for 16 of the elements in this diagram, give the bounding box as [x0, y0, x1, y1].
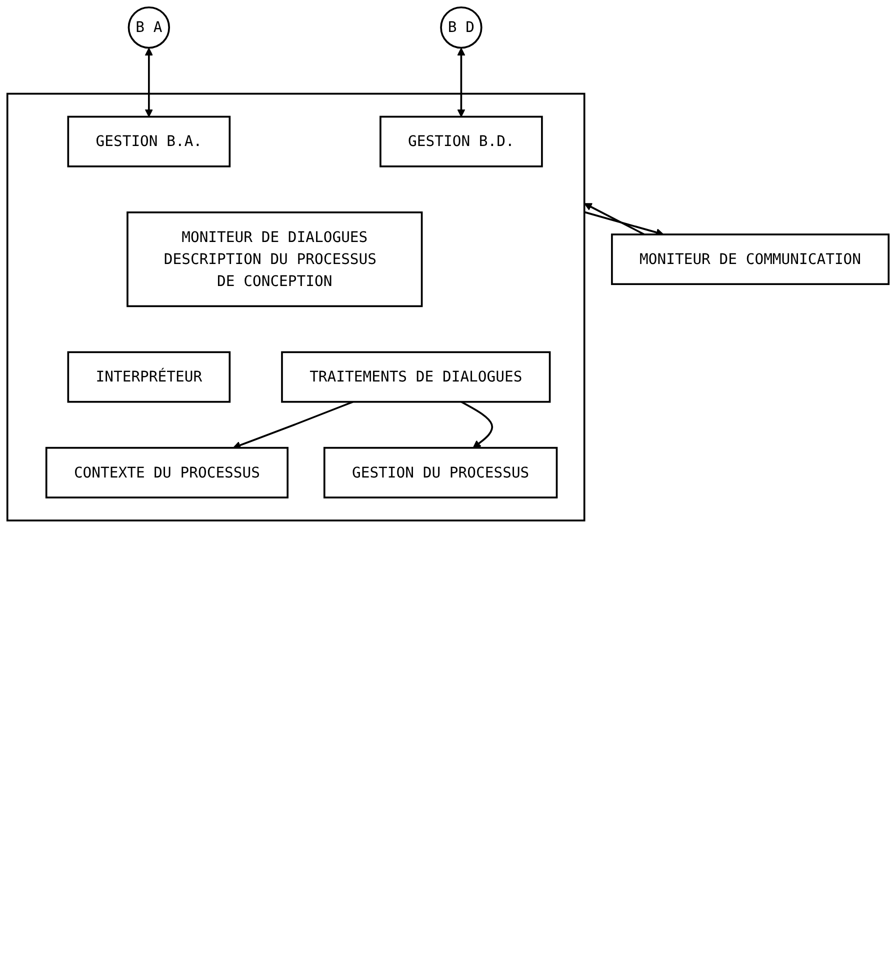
arrow	[457, 48, 466, 118]
arrow	[584, 203, 645, 236]
node-circle: B A	[128, 6, 170, 49]
arrow	[232, 400, 354, 450]
node-box: GESTION DU PROCESSUS	[323, 446, 558, 498]
node-box: TRAITEMENTS DE DIALOGUES	[281, 351, 551, 403]
arrow	[460, 401, 494, 448]
node-box: INTERPRÉTEUR	[67, 351, 231, 403]
node-box: CONTEXTE DU PROCESSUS	[45, 446, 289, 498]
node-box: MONITEUR DE COMMUNICATION	[611, 234, 890, 286]
node-box: GESTION B.A.	[67, 116, 231, 168]
node-circle: B D	[440, 6, 482, 49]
arrow	[144, 48, 153, 118]
cluster	[6, 92, 586, 522]
node-box: MONITEUR DE DIALOGUES DESCRIPTION DU PROCESSUS DE CONCEPTION	[126, 211, 423, 308]
node-box: GESTION B.D.	[380, 116, 543, 168]
